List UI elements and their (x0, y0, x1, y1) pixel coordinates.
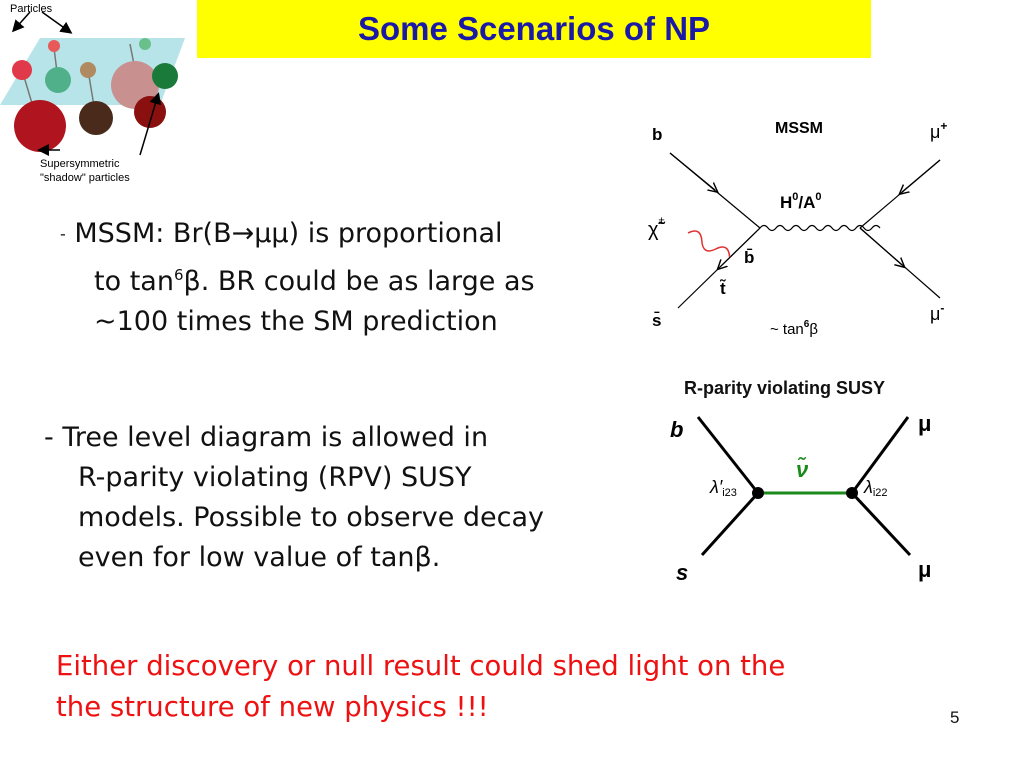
vertex-left (752, 487, 764, 499)
shadow-particle (14, 100, 66, 152)
rpv-label-lambda-right: λi22 (863, 477, 888, 499)
rpv-label-mu-bottom: μ (918, 557, 931, 582)
rpv-label-mu-top: μ (918, 411, 931, 436)
bullet-mssm: - MSSM: Br(B→μμ) is proportional to tan6… (60, 214, 660, 342)
mssm-diagram: MSSM b μ+ μ- H0/A0 χ̃± b̄ t̃ s̄ ~ tan6β (648, 119, 947, 338)
arrow-icon: → (231, 218, 255, 249)
particle (45, 67, 71, 93)
text-run: β. (414, 542, 441, 573)
particle (152, 63, 178, 89)
label-mu-minus: μ- (930, 301, 944, 324)
bullet-rpv: - Tree level diagram is allowed in R-par… (44, 418, 684, 578)
bullet-mssm-line2: to tan6β. BR could be as large as (60, 255, 660, 302)
text-run: μμ (254, 218, 289, 249)
bullet-marker: - (60, 224, 66, 244)
text-run: MSSM: Br(B (74, 218, 232, 249)
rpv-label-sneutrino: ν̃ (796, 457, 809, 482)
label-bbar: b̄ (744, 248, 754, 267)
label-b: b (652, 125, 662, 144)
rpv-label-s: s (676, 560, 688, 585)
rpv-label-b: b (670, 417, 683, 442)
label-mu-plus: μ+ (930, 119, 947, 142)
shadow-label-1: Supersymmetric (40, 158, 120, 170)
page-number: 5 (950, 708, 960, 727)
particle (139, 38, 151, 50)
label-tan6beta: ~ tan6β (770, 319, 818, 338)
title-bar: Some Scenarios of NP (197, 0, 871, 58)
particle (12, 60, 32, 80)
bullet-rpv-line4: even for low value of tanβ. (44, 538, 684, 578)
conclusion-line2: the structure of new physics !!! (56, 691, 489, 723)
vertex-right (846, 487, 858, 499)
rpv-label-lambda-left: λ′i23 (709, 477, 737, 499)
text-run: even for low value of tan (78, 542, 415, 573)
bullet-rpv-line1: - Tree level diagram is allowed in (44, 422, 489, 453)
shadow-particle (79, 101, 113, 135)
muon-line-bottom (850, 491, 912, 557)
label-stop: t̃ (720, 279, 727, 298)
superscript: 6 (173, 265, 184, 284)
particle (80, 62, 96, 78)
rpv-diagram: b s μ μ ν̃ λ′i23 λi22 (670, 411, 931, 585)
label-chargino: χ̃± (648, 215, 665, 241)
rpv-title: R-parity violating SUSY (684, 378, 886, 398)
particles-illustration: Particles Supersymmetric "shadow" partic… (0, 3, 185, 184)
particles-label: Particles (10, 3, 53, 15)
bullet-mssm-line3: ~100 times the SM prediction (94, 305, 498, 337)
bullet-rpv-line3: models. Possible to observe decay (78, 502, 545, 533)
chargino-wavy-line (687, 230, 731, 258)
label-sbar: s̄ (652, 311, 661, 330)
conclusion-line1: Either discovery or null result could sh… (56, 650, 786, 682)
bullet-mssm-line1: - MSSM: Br(B→μμ) is proportional (60, 214, 660, 255)
label-higgs: H0/A0 (780, 191, 822, 212)
muon-line-top (850, 416, 910, 494)
text-run: β. BR could be as large as (183, 265, 535, 297)
bullet-rpv-line2: R-parity violating (RPV) SUSY (78, 462, 472, 493)
text-run: ) is proportional (288, 218, 503, 249)
particle (48, 40, 60, 52)
mssm-label: MSSM (775, 120, 823, 137)
text-run: to tan (94, 265, 174, 297)
b-quark-line (696, 416, 760, 494)
slide-title: Some Scenarios of NP (357, 10, 711, 47)
s-quark-line (700, 491, 760, 557)
shadow-label-2: "shadow" particles (40, 172, 130, 184)
conclusion: Either discovery or null result could sh… (56, 646, 996, 728)
higgs-propagator (759, 224, 881, 232)
